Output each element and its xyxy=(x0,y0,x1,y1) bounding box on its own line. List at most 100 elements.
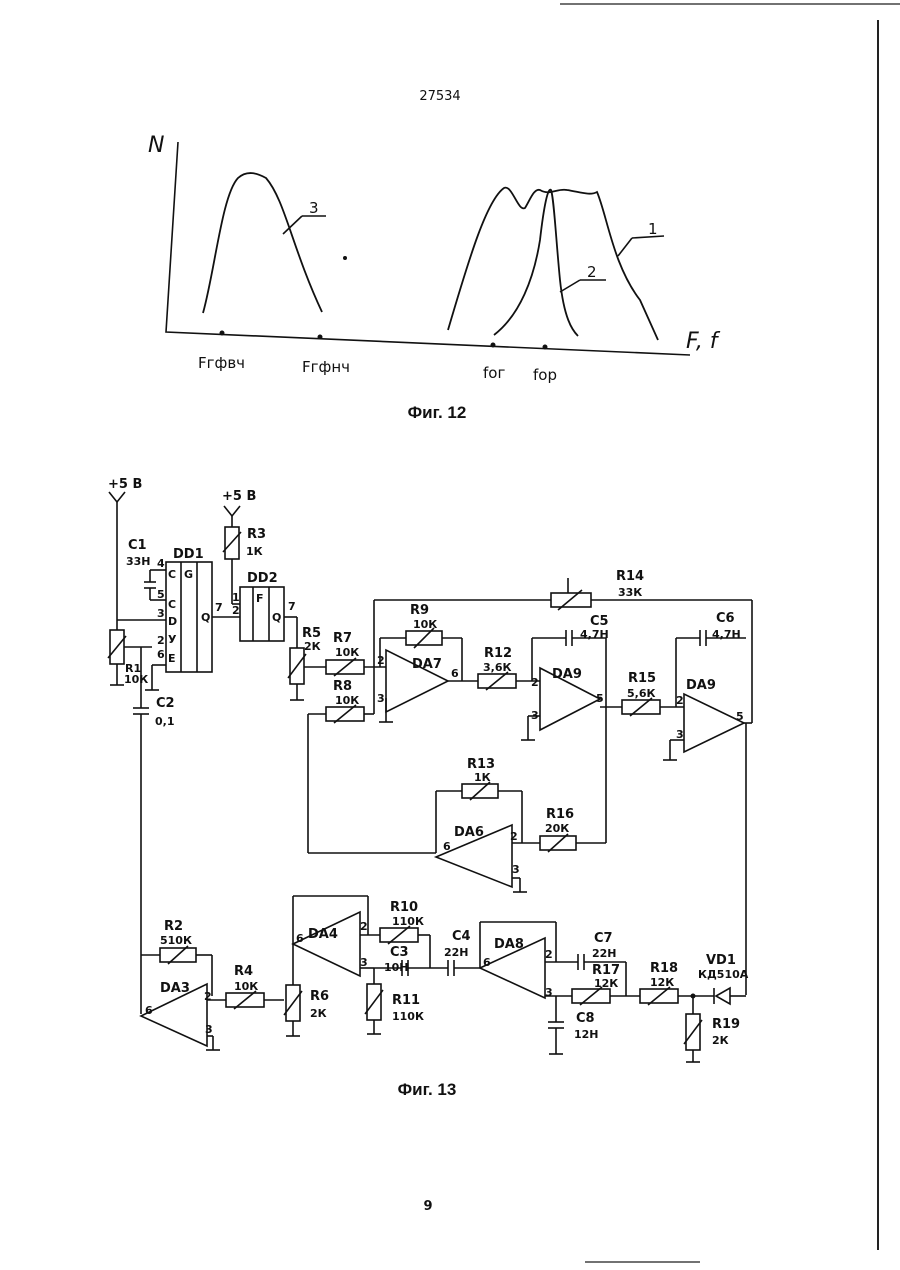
supply-arrow-1 xyxy=(109,492,125,502)
VD1-name: VD1 xyxy=(706,953,736,968)
R11-name: R11 xyxy=(392,993,420,1008)
DD1-pin-6: 6 xyxy=(157,648,165,661)
DA3-name: DA3 xyxy=(160,981,190,996)
R2-name: R2 xyxy=(164,919,183,934)
DD1-letter-C1: C xyxy=(168,568,176,581)
DD1-letter-Q: Q xyxy=(201,611,210,624)
fig13-caption: Фиг. 13 xyxy=(398,1080,457,1099)
R8-value: 10К xyxy=(335,694,359,707)
DA9-name: DA9 xyxy=(686,678,716,693)
R10-name: R10 xyxy=(390,900,418,915)
R7-name: R7 xyxy=(333,631,352,646)
DA5-name: DA7 xyxy=(412,657,442,672)
DA5-pin-2: 2 xyxy=(377,654,385,667)
DD1-out-pin: 7 xyxy=(215,601,223,614)
DA8-name: DA8 xyxy=(494,937,524,952)
tick-label-fgfnch: Fгфнч xyxy=(302,358,350,376)
fig12-curve-2 xyxy=(494,190,578,336)
DA6-name: DA6 xyxy=(454,825,484,840)
VD1-value: КД510А xyxy=(698,968,749,981)
R12-value: 3,6К xyxy=(483,661,511,674)
C5-name: C5 xyxy=(590,614,609,629)
R16-name: R16 xyxy=(546,807,574,822)
curve-3-label: 3 xyxy=(309,199,319,217)
R1-value: 10К xyxy=(124,673,148,686)
DA7-pin-6: 5 xyxy=(596,692,604,705)
R5-value: 2К xyxy=(304,640,321,653)
patent-number: 27534 xyxy=(419,89,460,104)
C4-value: 22Н xyxy=(444,946,469,959)
C8-name: C8 xyxy=(576,1011,595,1026)
tick-dot-fgfvch xyxy=(220,331,225,336)
DA9-pin-3: 3 xyxy=(676,728,684,741)
DA5-pin-3: 3 xyxy=(377,692,385,705)
R13-value: 1К xyxy=(474,771,491,784)
DD1-pin-5: 5 xyxy=(157,588,165,601)
C7-value: 22Н xyxy=(592,947,617,960)
DD2-letter-Q: Q xyxy=(272,611,281,624)
R7-value: 10К xyxy=(335,646,359,659)
R11-value: 110К xyxy=(392,1010,424,1023)
supply-arrow-2 xyxy=(224,506,240,516)
R5-name: R5 xyxy=(302,626,321,641)
R2-value: 510К xyxy=(160,934,192,947)
C2-value: 0,1 xyxy=(155,715,175,728)
C2-name: C2 xyxy=(156,696,175,711)
DA8-pin-2: 2 xyxy=(545,948,553,961)
DA4-name: DA4 xyxy=(308,927,338,942)
DA3-pin-2: 2 xyxy=(204,990,212,1003)
DD1-letter-C2: C xyxy=(168,598,176,611)
tick-label-fgfvch: Fгфвч xyxy=(198,354,245,372)
DA6-pin-6: 6 xyxy=(443,840,451,853)
fig12-curve-3 xyxy=(203,173,322,313)
R12-name: R12 xyxy=(484,646,512,661)
R19-name: R19 xyxy=(712,1017,740,1032)
DA3-pin-3: 3 xyxy=(205,1023,213,1036)
DA3-pin-6: 6 xyxy=(145,1004,153,1017)
R6-name: R6 xyxy=(310,989,329,1004)
R4-value: 10К xyxy=(234,980,258,993)
R17-value: 12К xyxy=(594,977,618,990)
R3-value: 1К xyxy=(246,545,263,558)
DA4-pin-3: 3 xyxy=(360,956,368,969)
curve-2-leader xyxy=(560,280,580,292)
fig12-caption: Фиг. 12 xyxy=(408,403,467,422)
C3-name: C3 xyxy=(390,945,409,960)
tick-dot-fgfnch xyxy=(318,335,323,340)
C1-value: 33Н xyxy=(126,555,151,568)
R17-name: R17 xyxy=(592,963,620,978)
R13-name: R13 xyxy=(467,757,495,772)
DA9-pin-2: 2 xyxy=(676,694,684,707)
DA6-pin-3: 3 xyxy=(512,863,520,876)
figure-12: N F, f 3 1 2 Fгфвч Fгфнч fог fор Фиг. 12 xyxy=(148,133,721,422)
DD1-letter-G: G xyxy=(184,568,193,581)
R9-value: 10К xyxy=(413,618,437,631)
R14-name: R14 xyxy=(616,569,644,584)
R15-value: 5,6К xyxy=(627,687,655,700)
diode-VD1 xyxy=(716,988,730,1004)
supply-label-1: +5 В xyxy=(108,477,142,492)
R4-name: R4 xyxy=(234,964,253,979)
fig12-x-axis-label: F, f xyxy=(686,329,721,354)
tick-dot-fog xyxy=(491,343,496,348)
C6-name: C6 xyxy=(716,611,735,626)
DA8-pin-6: 6 xyxy=(483,956,491,969)
C4-name: C4 xyxy=(452,929,471,944)
page-number: 9 xyxy=(423,1199,432,1214)
R16-value: 20К xyxy=(545,822,569,835)
R15-name: R15 xyxy=(628,671,656,686)
DD1-letter-U: У xyxy=(168,633,177,646)
C8-value: 12Н xyxy=(574,1028,599,1041)
DA7-name: DA9 xyxy=(552,667,582,682)
supply-label-2: +5 В xyxy=(222,489,256,504)
curve-2-label: 2 xyxy=(587,263,597,281)
R18-name: R18 xyxy=(650,961,678,976)
C6-value: 4,7Н xyxy=(712,628,741,641)
fig12-curve-1 xyxy=(448,188,658,340)
R10-value: 110К xyxy=(392,915,424,928)
C7-name: C7 xyxy=(594,931,613,946)
node-r18-r19 xyxy=(691,994,696,999)
R9-name: R9 xyxy=(410,603,429,618)
